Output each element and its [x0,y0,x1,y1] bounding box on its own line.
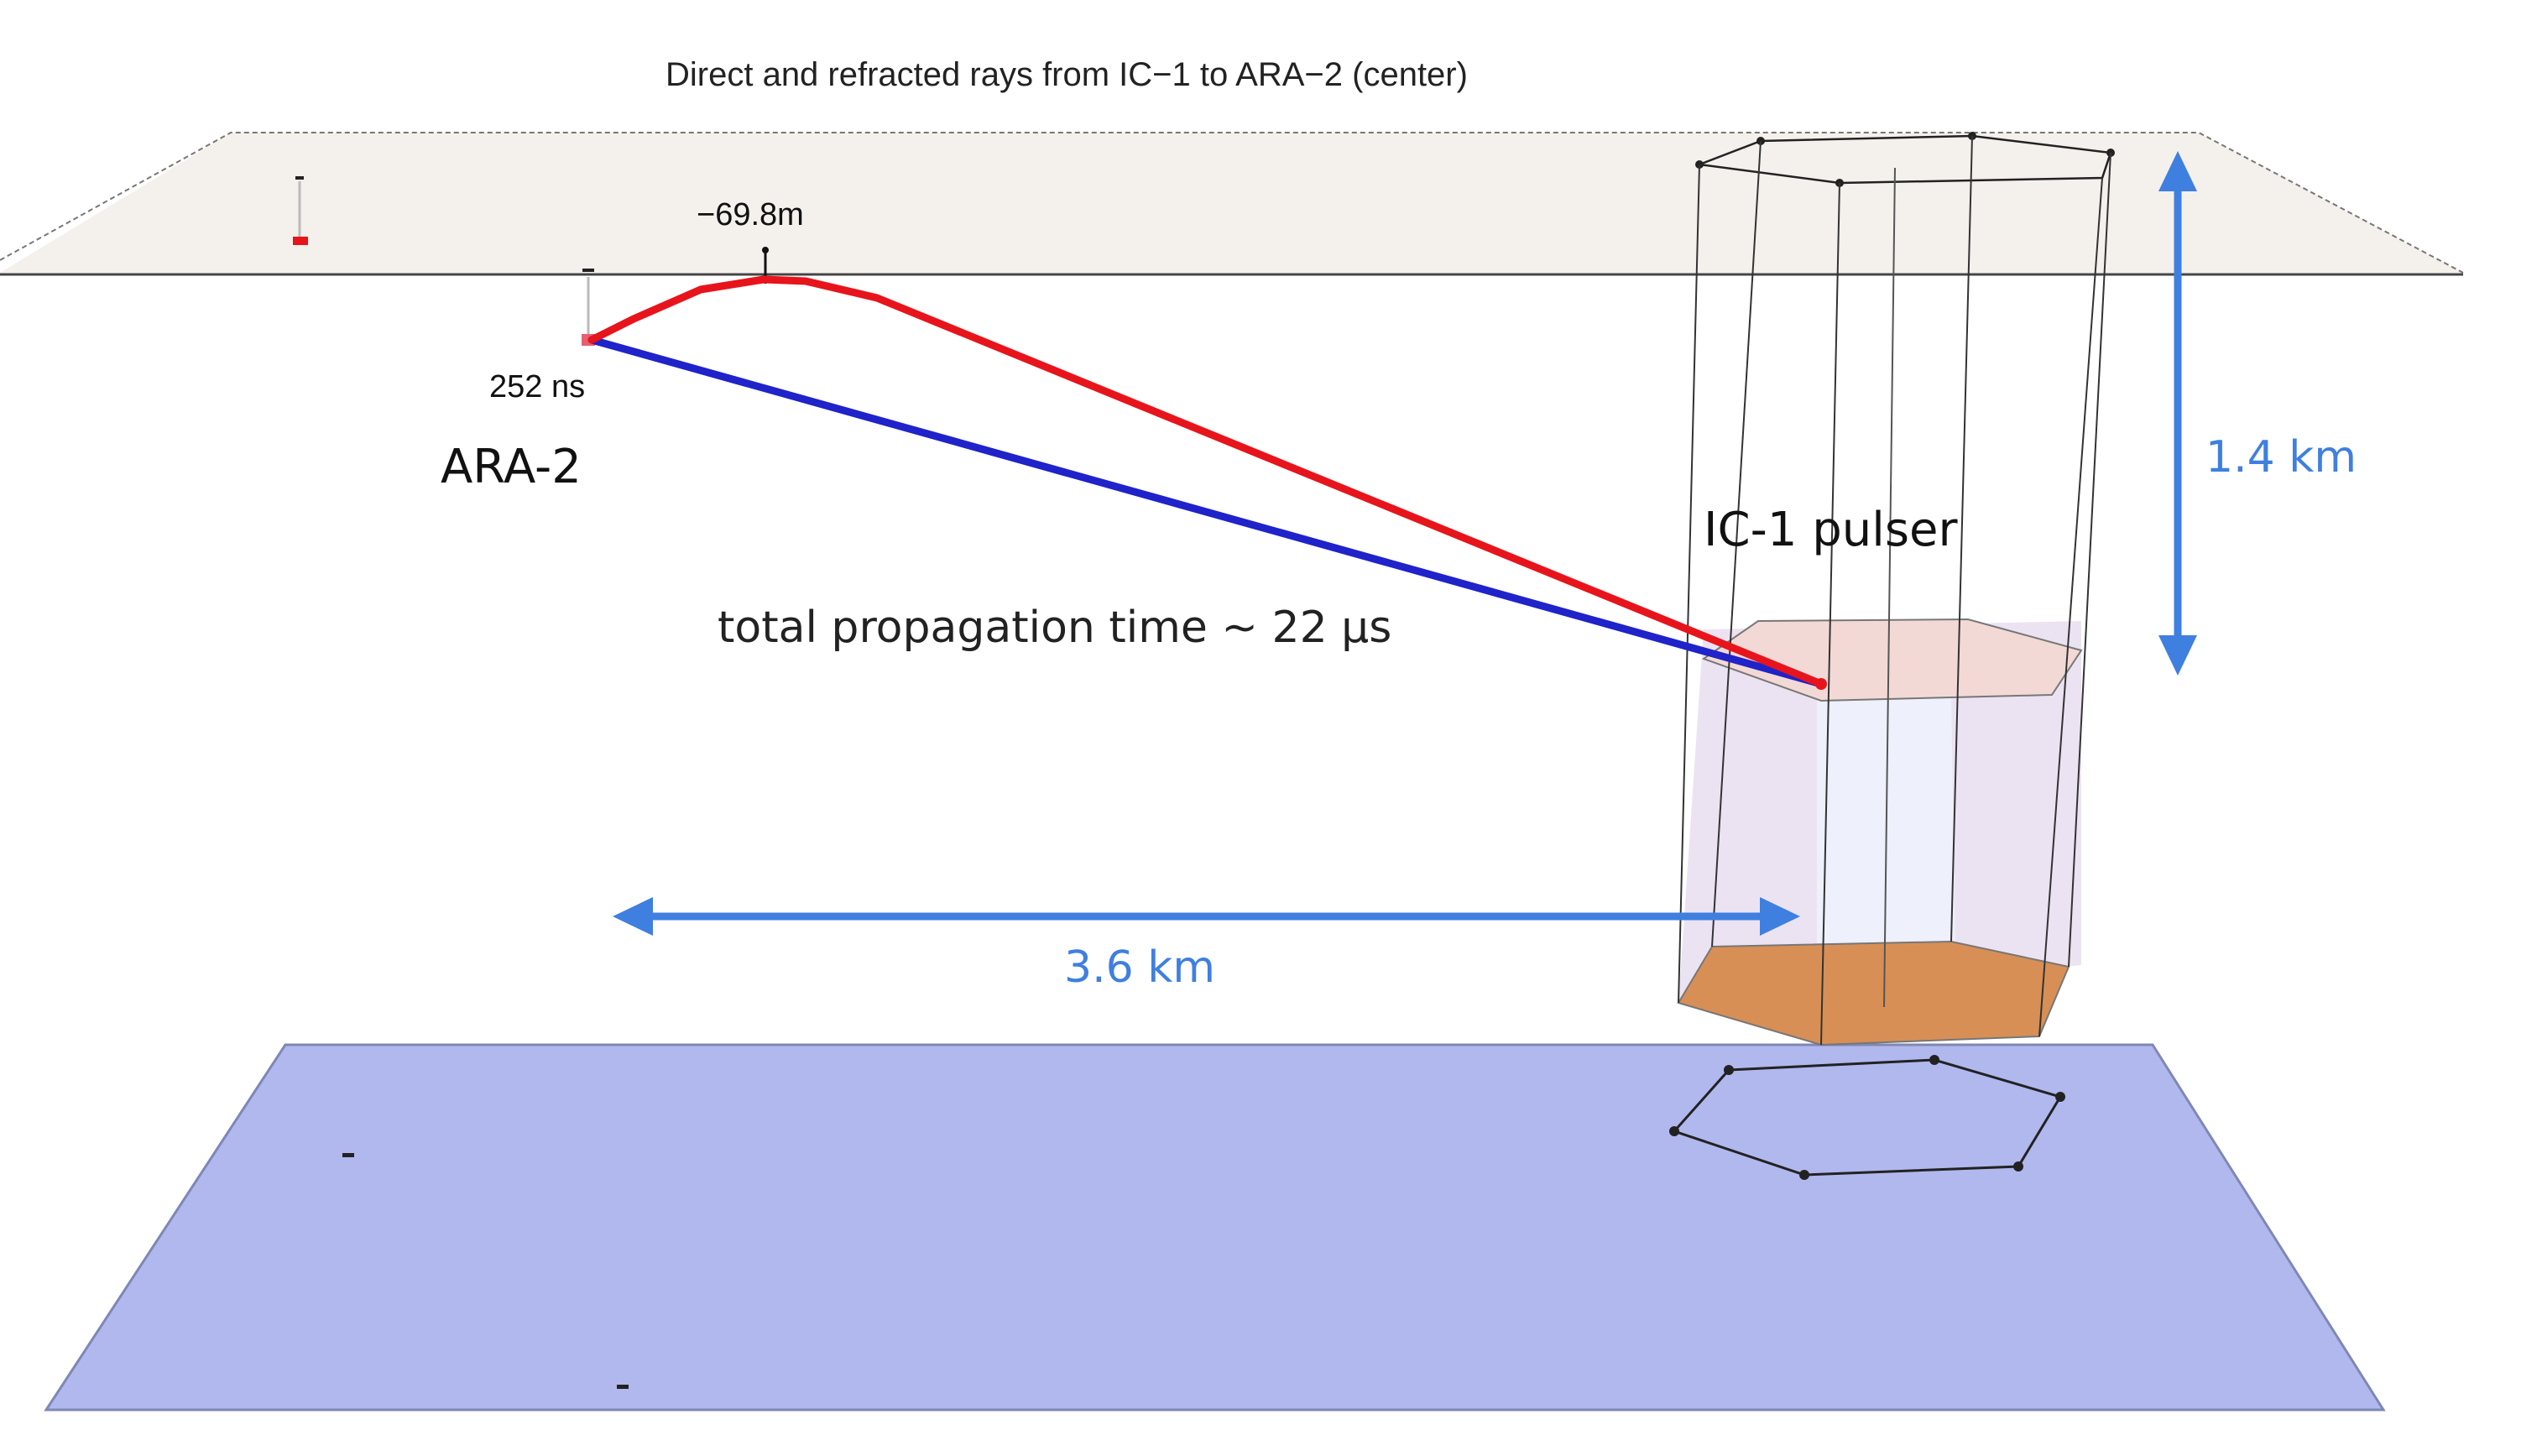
distance-label: 3.6 km [1064,942,1215,993]
bedrock-plane [44,1043,2386,1412]
turning-depth-label: −69.8m [697,197,804,232]
detector-strings [1678,135,2111,1046]
bedrock-hexagon-vertices [1669,1055,2065,1180]
distance-arrow [613,897,1800,936]
turning-point-dot [762,247,769,253]
time-delay-label: 252 ns [489,369,585,404]
station-antenna-far [293,237,308,245]
depth-label: 1.4 km [2205,432,2357,483]
station-label: ARA-2 [441,440,582,494]
direct-ray [587,336,1825,688]
refracted-ray [587,275,1825,688]
ice-surface-plane [0,133,2463,273]
pulser-label: IC-1 pulser [1704,503,1958,557]
bedrock-marker [342,1153,354,1157]
bedrock-marker [617,1385,629,1389]
station-marker-ara2 [582,269,594,272]
depth-arrow [2158,151,2197,676]
station-marker-far [295,176,304,180]
detector-volume-bottom [1677,940,2070,1046]
pulser-point [1815,678,1827,690]
propagation-time-label: total propagation time ~ 22 µs [718,603,1391,653]
diagram-title: Direct and refracted rays from IC−1 to A… [666,56,1468,93]
